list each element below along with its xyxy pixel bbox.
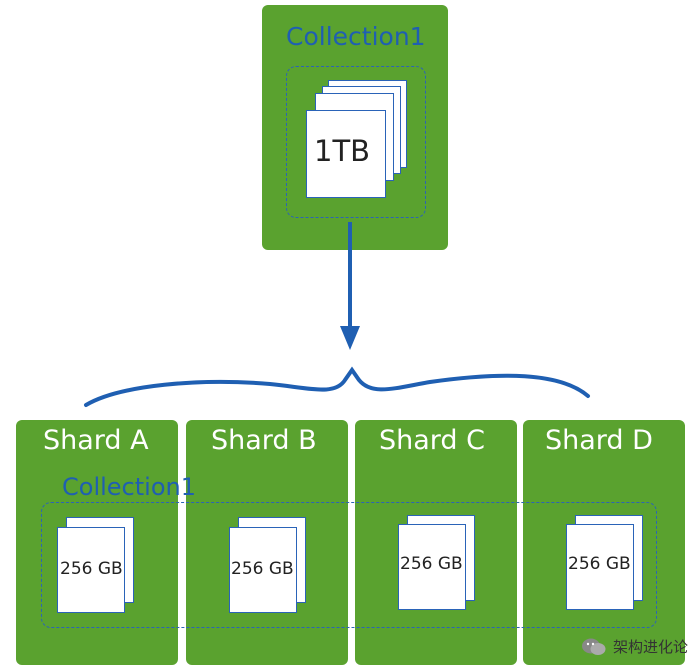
top-page-stack-1 [306,110,386,198]
wechat-icon [581,637,607,657]
top-size-label: 1TB [314,134,371,168]
watermark: 架构进化论 [581,636,688,657]
shard-b-size: 256 GB [231,559,294,579]
shard-c-size: 256 GB [400,554,463,574]
top-collection-label: Collection1 [286,22,426,51]
bottom-collection-dashed-outline [41,502,657,628]
shard-c-page-front [398,524,466,610]
bottom-collection-label: Collection1 [62,473,196,501]
shard-a-label: Shard A [43,425,149,456]
split-arrow-head [340,326,360,350]
shard-brace [84,366,590,407]
shard-d-label: Shard D [545,425,653,456]
shard-a-page-front [57,527,125,613]
watermark-text: 架构进化论 [612,638,688,656]
shard-a-size: 256 GB [60,559,123,579]
top-collection-dashed-outline [286,66,426,218]
shard-b-page-front [229,527,297,613]
shard-b-label: Shard B [211,425,317,456]
shard-c-label: Shard C [379,425,485,456]
shard-d-page-front [566,524,634,610]
shard-d-size: 256 GB [568,554,631,574]
